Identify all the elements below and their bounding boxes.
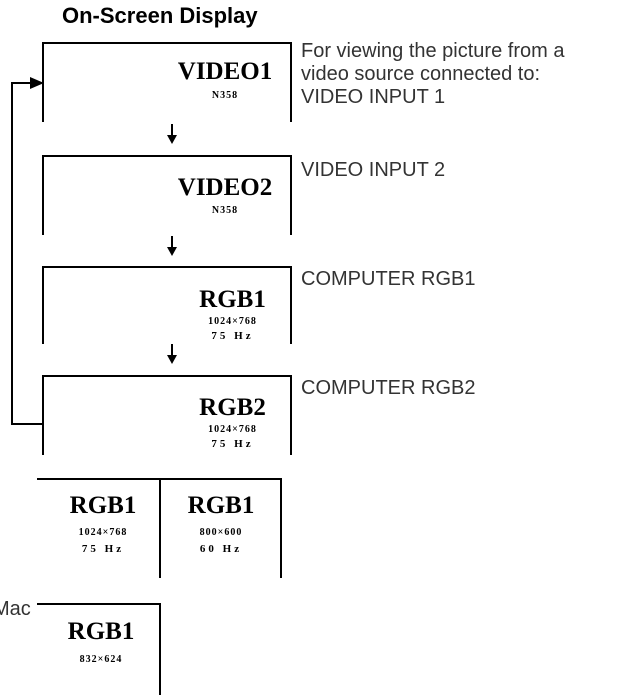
- example-resolution-1: 1024×768: [78, 527, 128, 538]
- description-video1: For viewing the picture from a video sou…: [301, 40, 565, 108]
- example-frequency-1: 75 Hz: [81, 543, 125, 555]
- osd-frequency-rgb1: 75 Hz: [211, 330, 254, 342]
- description-rgb2: COMPUTER RGB2: [301, 377, 476, 399]
- example-resolution-2: 800×600: [199, 527, 243, 538]
- example-label-2: RGB1: [187, 492, 255, 519]
- osd-frequency-rgb2: 75 Hz: [211, 438, 254, 450]
- diagram-heading: On-Screen Display: [62, 3, 258, 28]
- description-video2: VIDEO INPUT 2: [301, 159, 446, 181]
- mac-label: Mac: [0, 598, 31, 620]
- example-label-1: RGB1: [69, 492, 137, 519]
- osd-label-video2: VIDEO2: [177, 174, 273, 201]
- osd-resolution-rgb1: 1024×768: [208, 316, 257, 327]
- osd-label-rgb2: RGB2: [199, 394, 266, 421]
- osd-signal-video1: N358: [211, 90, 239, 101]
- osd-signal-video2: N358: [211, 205, 239, 216]
- mac-osd-resolution: 832×624: [79, 654, 123, 665]
- description-rgb1: COMPUTER RGB1: [301, 268, 476, 290]
- osd-resolution-rgb2: 1024×768: [208, 424, 257, 435]
- osd-label-video1: VIDEO1: [177, 58, 273, 85]
- example-frequency-2: 60 Hz: [199, 543, 243, 555]
- mac-osd-label: RGB1: [67, 618, 135, 645]
- osd-label-rgb1: RGB1: [199, 286, 266, 313]
